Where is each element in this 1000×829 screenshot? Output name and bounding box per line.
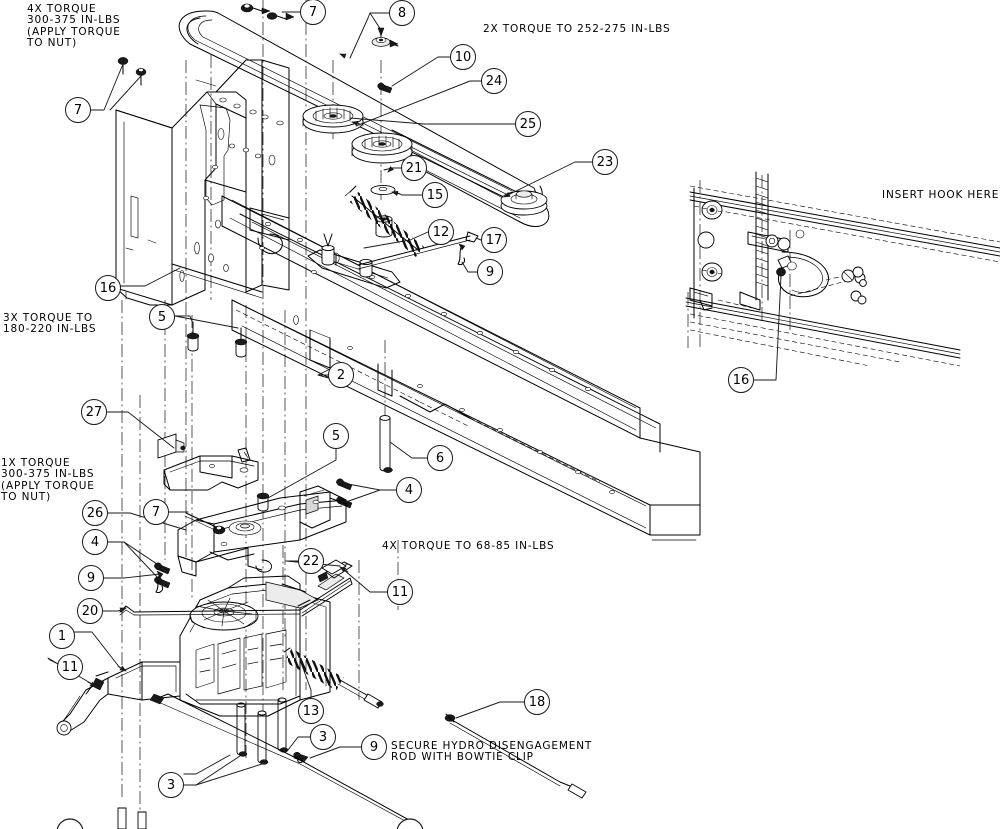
callout-8[interactable]: 8 bbox=[389, 0, 415, 26]
callout-9-mid[interactable]: 9 bbox=[78, 565, 104, 591]
callout-4-right[interactable]: 4 bbox=[396, 477, 422, 503]
idler-pivot-post-a bbox=[321, 233, 335, 266]
callout-11-right[interactable]: 11 bbox=[387, 579, 413, 605]
main-frame-rail bbox=[221, 195, 701, 541]
cooling-fan bbox=[189, 597, 259, 631]
clip-27 bbox=[157, 433, 186, 459]
post-3-b bbox=[257, 710, 269, 765]
callout-4-left[interactable]: 4 bbox=[82, 529, 108, 555]
callout-6[interactable]: 6 bbox=[427, 445, 453, 471]
callout-9-lower[interactable]: 9 bbox=[361, 734, 387, 760]
note-1x-torque-300-375: 1X TORQUE 300-375 IN-LBS (APPLY TORQUE T… bbox=[1, 457, 95, 504]
callout-26[interactable]: 26 bbox=[82, 500, 108, 526]
pulley-upper bbox=[302, 104, 364, 134]
callout-5-lower[interactable]: 5 bbox=[323, 423, 349, 449]
frame-dash-tower-assembly bbox=[115, 59, 290, 306]
hydrostatic-transmission bbox=[56, 559, 587, 829]
callout-11-left[interactable]: 11 bbox=[57, 654, 83, 680]
callout-3-right[interactable]: 3 bbox=[310, 724, 336, 750]
bolt-5-a bbox=[186, 321, 200, 352]
bowtie-clip-9 bbox=[457, 243, 466, 265]
callout-3-lower[interactable]: 3 bbox=[158, 772, 184, 798]
screw-10 bbox=[377, 82, 393, 94]
damper-spring-13 bbox=[283, 647, 384, 709]
callout-7-left[interactable]: 7 bbox=[65, 97, 91, 123]
cropped-callout-bubbles bbox=[56, 818, 424, 829]
callout-2[interactable]: 2 bbox=[328, 362, 354, 388]
threaded-rod bbox=[755, 171, 769, 301]
pulley-lower bbox=[351, 132, 413, 164]
callout-16-left[interactable]: 16 bbox=[95, 275, 121, 301]
callout-1[interactable]: 1 bbox=[49, 623, 75, 649]
washer-15 bbox=[370, 184, 396, 196]
callout-23[interactable]: 23 bbox=[592, 149, 618, 175]
callout-9-upper[interactable]: 9 bbox=[477, 259, 503, 285]
bracket-27-assembly bbox=[157, 433, 259, 491]
leader-lines bbox=[47, 11, 782, 786]
callout-7-lower[interactable]: 7 bbox=[143, 499, 169, 525]
bolt-8 bbox=[371, 27, 399, 48]
pulley-tension-right bbox=[500, 190, 548, 216]
screw-4-a bbox=[154, 562, 171, 575]
nut-7-c bbox=[117, 57, 129, 75]
callout-20[interactable]: 20 bbox=[77, 598, 103, 624]
fasteners bbox=[117, 3, 399, 829]
callout-25[interactable]: 25 bbox=[515, 111, 541, 137]
extension-spring-12 bbox=[344, 185, 425, 257]
callout-22[interactable]: 22 bbox=[298, 548, 324, 574]
callout-18[interactable]: 18 bbox=[524, 689, 550, 715]
screw-4-c bbox=[336, 478, 353, 491]
note-2x-torque-252-275: 2X TORQUE TO 252-275 IN-LBS bbox=[483, 23, 671, 35]
callout-5-upper[interactable]: 5 bbox=[149, 304, 175, 330]
callout-12[interactable]: 12 bbox=[428, 219, 454, 245]
note-secure-hydro-rod: SECURE HYDRO DISENGAGEMENT ROD WITH BOWT… bbox=[391, 740, 593, 764]
detail-bushings bbox=[697, 200, 723, 282]
idler-pivot-post-b bbox=[359, 258, 373, 278]
note-3x-torque-180-220: 3X TORQUE TO 180-220 IN-LBS bbox=[3, 312, 97, 336]
post-3-d bbox=[117, 807, 127, 829]
callout-17[interactable]: 17 bbox=[481, 227, 507, 253]
bolt-5-b bbox=[234, 327, 248, 358]
note-insert-hook-here: INSERT HOOK HERE bbox=[882, 189, 1000, 201]
transmission-mount-plate bbox=[177, 485, 347, 577]
coupler-11-right bbox=[317, 559, 347, 583]
center-lines bbox=[121, 0, 399, 829]
detail-nuts bbox=[787, 229, 867, 305]
note-4x-torque-300-375: 4X TORQUE 300-375 IN-LBS (APPLY TORQUE T… bbox=[27, 3, 121, 50]
detail-view-insert-hook bbox=[685, 171, 1000, 367]
post-3-e bbox=[137, 811, 147, 829]
pulley-stack bbox=[302, 104, 548, 238]
callout-7-top[interactable]: 7 bbox=[300, 0, 326, 25]
callout-13[interactable]: 13 bbox=[298, 698, 324, 724]
callout-24[interactable]: 24 bbox=[481, 68, 507, 94]
callout-10[interactable]: 10 bbox=[450, 44, 476, 70]
bolt-7-lower bbox=[184, 512, 226, 535]
nut-7-b bbox=[266, 12, 295, 21]
note-4x-torque-68-85: 4X TORQUE TO 68-85 IN-LBS bbox=[382, 540, 555, 552]
rod-pivot-18 bbox=[444, 713, 456, 723]
bolt-5-c bbox=[256, 492, 270, 512]
callout-27[interactable]: 27 bbox=[81, 399, 107, 425]
callout-16-detail[interactable]: 16 bbox=[728, 367, 754, 393]
callout-21[interactable]: 21 bbox=[401, 155, 427, 181]
post-3-c bbox=[277, 697, 289, 753]
callout-15[interactable]: 15 bbox=[422, 182, 448, 208]
pin-6 bbox=[379, 415, 393, 473]
nut-7-a bbox=[240, 3, 271, 15]
